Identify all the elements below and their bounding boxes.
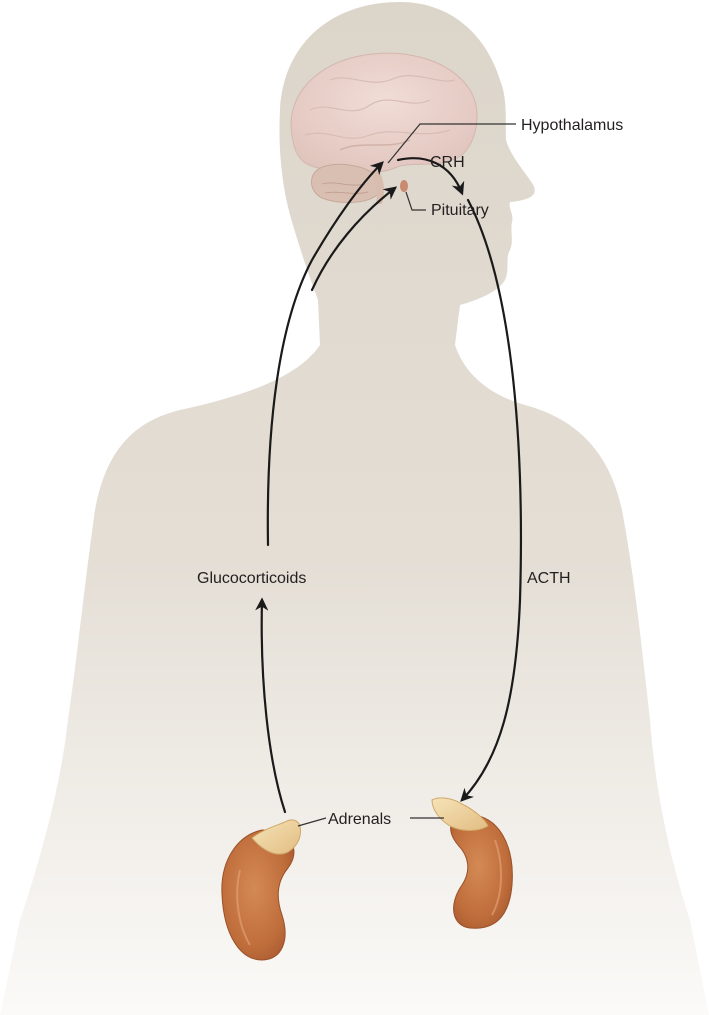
glucocorticoids-label: Glucocorticoids — [197, 570, 306, 587]
hypothalamus-label: Hypothalamus — [521, 117, 623, 134]
adrenals-label: Adrenals — [328, 811, 391, 828]
pituitary-label: Pituitary — [431, 202, 489, 219]
crh-label: CRH — [430, 154, 465, 171]
acth-label: ACTH — [527, 570, 571, 587]
pituitary-gland — [400, 180, 408, 192]
